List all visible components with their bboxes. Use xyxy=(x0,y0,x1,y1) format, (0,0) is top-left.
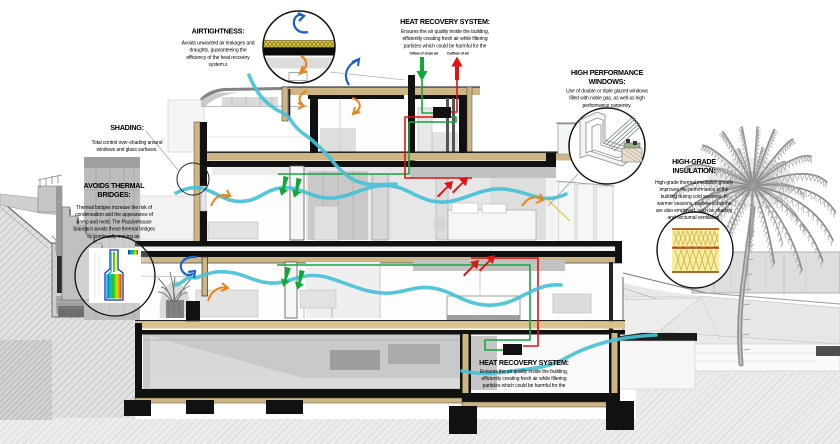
svg-text:improves the performance of th: improves the performance of the xyxy=(660,187,729,193)
svg-text:and nocturnal ventilation.: and nocturnal ventilation. xyxy=(668,215,721,221)
svg-text:condensation and the appearanc: condensation and the appearance of xyxy=(75,212,153,218)
svg-text:Ensures the air quality inside: Ensures the air quality inside the build… xyxy=(480,369,568,375)
svg-text:Standard avoids these thermal: Standard avoids these thermal bridges xyxy=(73,227,156,233)
svg-text:draughts, guaranteeing the: draughts, guaranteeing the xyxy=(189,48,246,54)
svg-text:WINDOWS:: WINDOWS: xyxy=(589,77,626,86)
svg-text:filled with noble gas, as well: filled with noble gas, as well as high xyxy=(569,96,645,102)
svg-text:High-grade thermal insulation: High-grade thermal insulation greatly xyxy=(655,180,734,186)
svg-text:Use of double or triple glazed: Use of double or triple glazed windows xyxy=(566,89,648,95)
svg-text:particles which could be harmf: particles which could be harmful for the xyxy=(404,43,487,49)
svg-text:Total control over-shading aro: Total control over-shading around xyxy=(92,140,163,146)
svg-text:warmer seasons, passive soluti: warmer seasons, passive solutions xyxy=(657,201,732,207)
svg-text:are also employed, such as sha: are also employed, such as shading xyxy=(656,208,733,214)
svg-text:BRIDGES:: BRIDGES: xyxy=(97,190,130,199)
svg-text:building during cold seasons.: building during cold seasons. In xyxy=(661,194,728,200)
svg-text:Inflow of clean air: Inflow of clean air xyxy=(410,52,439,56)
svg-text:HIGH PERFORMANCE: HIGH PERFORMANCE xyxy=(571,68,644,77)
svg-text:efficiently creating fresh air: efficiently creating fresh air while fil… xyxy=(402,36,487,42)
svg-text:Ensures the air quality inside: Ensures the air quality inside the build… xyxy=(401,29,489,35)
svg-text:efficiently creating fresh air: efficiently creating fresh air while fil… xyxy=(481,376,566,382)
svg-text:efficiency of the heat recover: efficiency of the heat recovery xyxy=(186,55,250,61)
svg-text:Thermal bridges increase the r: Thermal bridges increase the risk of xyxy=(76,205,153,211)
svg-text:damp and mold. The Passivehaus: damp and mold. The Passivehause xyxy=(76,219,152,225)
svg-text:Avoids unwanted air leakages a: Avoids unwanted air leakages and xyxy=(182,41,255,47)
svg-text:AVOIDS THERMAL: AVOIDS THERMAL xyxy=(84,181,146,190)
svg-text:windows and glass surfaces.: windows and glass surfaces. xyxy=(97,147,158,153)
svg-text:by continually moving air.: by continually moving air. xyxy=(87,234,140,240)
svg-text:performance carpentry.: performance carpentry. xyxy=(582,103,631,109)
svg-text:system.s: system.s xyxy=(209,62,229,68)
svg-text:HEAT RECOVERY SYSTEM:: HEAT RECOVERY SYSTEM: xyxy=(479,358,569,367)
svg-text:SHADING:: SHADING: xyxy=(110,123,144,132)
svg-text:HEAT RECOVERY SYSTEM:: HEAT RECOVERY SYSTEM: xyxy=(400,17,490,26)
svg-text:INSULATION:: INSULATION: xyxy=(672,166,715,175)
svg-text:particles which could be harmf: particles which could be harmful for the xyxy=(483,383,566,389)
svg-text:Outflow of air: Outflow of air xyxy=(447,52,470,56)
svg-text:HIGH-GRADE: HIGH-GRADE xyxy=(672,157,716,166)
svg-text:AIRTIGHTNESS:: AIRTIGHTNESS: xyxy=(192,27,245,36)
